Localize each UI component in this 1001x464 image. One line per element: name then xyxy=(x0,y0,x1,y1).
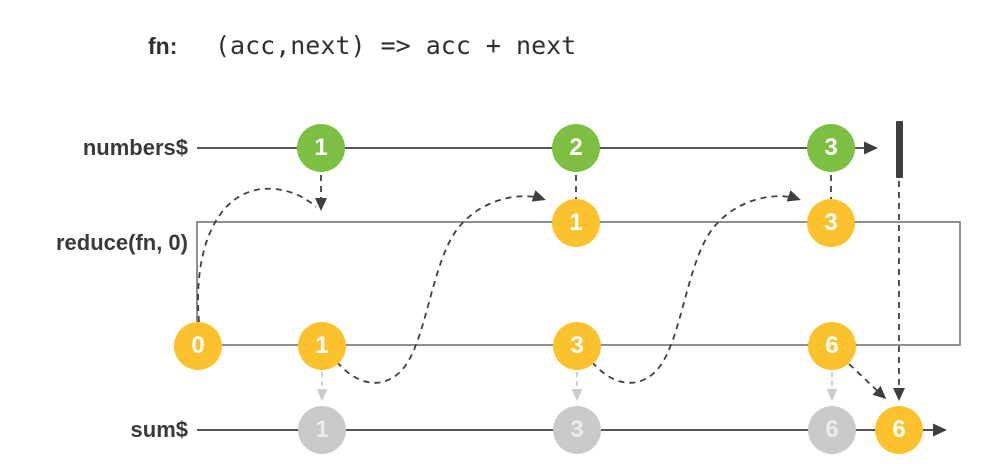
pending-marble-1: 1 xyxy=(298,406,346,454)
accumulator-marble-6: 6 xyxy=(808,322,856,370)
intermediate-marble-3: 3 xyxy=(807,199,855,247)
fn-code: (acc,next) => acc + next xyxy=(215,31,577,60)
numbers-stream-label: numbers$ xyxy=(82,135,188,160)
acc-curve-step2-to-step3 xyxy=(591,190,801,384)
sum-stream-label: sum$ xyxy=(130,417,188,442)
reduce-operator-label: reduce(fn, 0) xyxy=(55,230,188,255)
pending-marble-3: 3 xyxy=(553,406,601,454)
source-marble-1: 1 xyxy=(297,124,345,172)
completion-bar xyxy=(896,121,903,178)
pending-marble-6: 6 xyxy=(808,406,856,454)
source-marble-2: 2 xyxy=(552,124,600,172)
intermediate-marble-1: 1 xyxy=(552,199,600,247)
accumulator-marble-3: 3 xyxy=(553,322,601,370)
acc-curve-final-emit xyxy=(848,363,887,400)
final-marble-6: 6 xyxy=(875,406,923,454)
accumulator-marble-1: 1 xyxy=(298,322,346,370)
source-marble-3: 3 xyxy=(807,124,855,172)
acc-curve-step1-to-step2 xyxy=(336,190,546,384)
accumulator-marble-seed: 0 xyxy=(174,322,222,370)
acc-curve-seed-to-step1 xyxy=(197,187,317,323)
fn-label: fn: xyxy=(148,33,178,59)
